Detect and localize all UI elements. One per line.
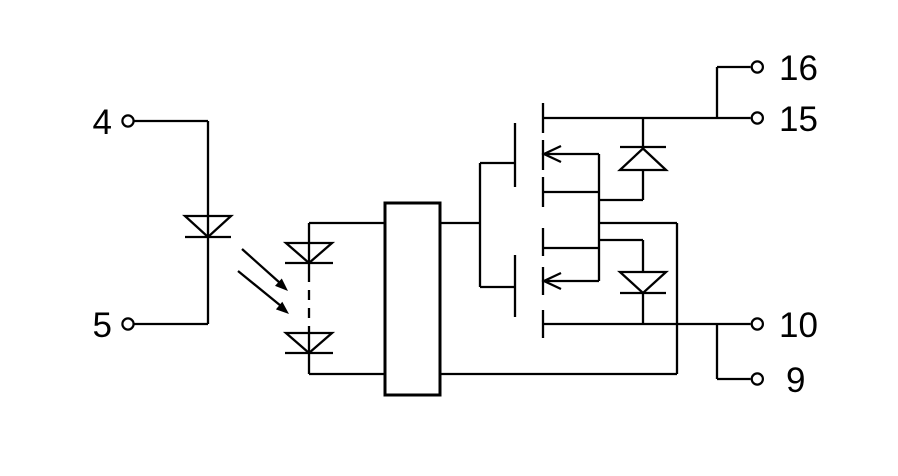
led-triangle <box>182 214 234 239</box>
output-pin-10: 10 <box>750 306 818 345</box>
control-circuit-block <box>383 201 442 397</box>
pin-label-input-top: 4 <box>93 103 112 142</box>
photodiode-array-icon <box>282 221 385 376</box>
light-arrows-icon <box>237 248 289 314</box>
light-arrow-shaft <box>237 270 282 307</box>
mosfet-top-icon <box>513 103 751 207</box>
pin-terminal-circle <box>750 111 765 125</box>
mosfet-bottom-icon <box>513 228 751 338</box>
diode-triangle <box>617 270 669 295</box>
pin-terminal-circle <box>121 114 135 128</box>
output-pin-9: 9 <box>715 324 805 400</box>
input-pin-4: 4 <box>93 103 208 142</box>
common-source-bus <box>440 154 679 376</box>
photodiode-triangle <box>282 331 336 355</box>
body-arrow-head <box>541 271 562 291</box>
protection-diode-bottom-icon <box>599 238 669 324</box>
output-pin-16: 16 <box>715 49 818 118</box>
light-arrow-shaft <box>241 248 281 284</box>
protection-diode-top-icon <box>599 118 669 202</box>
output-pin-15: 15 <box>750 100 818 139</box>
pin-label-out-16: 16 <box>779 49 818 88</box>
pin-label-out-10: 10 <box>779 306 818 345</box>
pin-terminal-circle <box>750 372 765 386</box>
input-led-icon <box>182 121 234 324</box>
body-arrow-head <box>541 144 562 164</box>
light-arrow-head <box>275 301 289 314</box>
diode-triangle <box>617 146 669 172</box>
pin-terminal-circle <box>121 317 135 331</box>
gate-drive-link <box>440 161 515 289</box>
pin-label-out-9: 9 <box>786 361 805 400</box>
light-arrow-head <box>275 278 288 291</box>
pin-label-input-bottom: 5 <box>93 306 112 345</box>
pin-label-out-15: 15 <box>779 100 818 139</box>
pin-terminal-circle <box>750 60 765 74</box>
input-pin-5: 5 <box>93 306 208 345</box>
pin-terminal-circle <box>750 317 765 331</box>
photodiode-triangle <box>282 241 336 265</box>
